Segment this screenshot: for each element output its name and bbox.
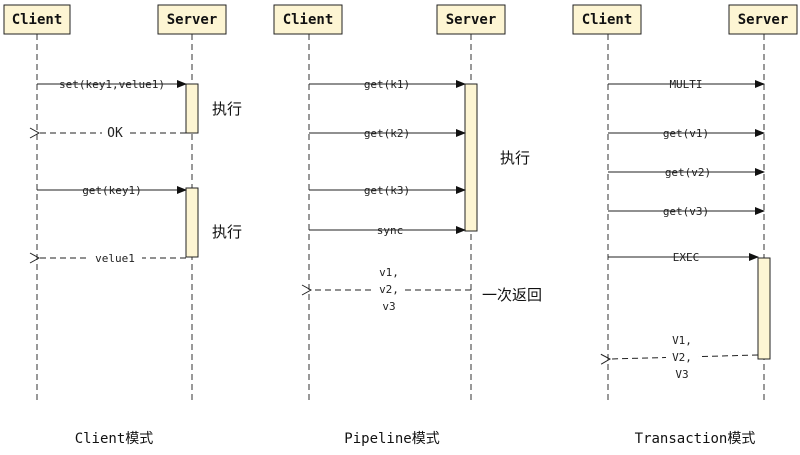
server-actor: Server — [157, 4, 227, 35]
server-actor-label: Server — [738, 12, 789, 28]
message-label: get(k1) — [364, 78, 410, 91]
panel-caption: Transaction模式 — [635, 431, 756, 447]
return-label: OK — [107, 126, 123, 141]
panel-caption: Client模式 — [75, 431, 154, 447]
label-background — [102, 124, 128, 141]
return-label-line: V3 — [675, 368, 688, 381]
server-activation — [464, 83, 478, 232]
return-once-note: 一次返回 — [482, 286, 542, 304]
client-actor: Client — [572, 4, 642, 35]
return-label-line: V1, — [672, 334, 692, 347]
message-label: MULTI — [669, 78, 702, 91]
panel-transaction-mode: Client Server MULTI get(v1) get(v2) get(… — [572, 4, 798, 447]
server-actor-label: Server — [446, 12, 497, 28]
client-actor-label: Client — [582, 12, 633, 28]
client-actor: Client — [273, 4, 343, 35]
server-actor-label: Server — [167, 12, 218, 28]
server-actor: Server — [728, 4, 798, 35]
return-label: velue1 — [95, 252, 135, 265]
server-actor: Server — [436, 4, 506, 35]
return-label-line: v3 — [382, 300, 395, 313]
label-background — [88, 250, 142, 266]
message-label: get(k2) — [364, 127, 410, 140]
message-label: get(k3) — [364, 184, 410, 197]
client-actor-label: Client — [283, 12, 334, 28]
server-activation — [757, 257, 771, 360]
message-label: set(key1,velue1) — [59, 78, 165, 91]
server-activation — [185, 187, 199, 258]
message-label: sync — [377, 224, 404, 237]
return-label-line: V2, — [672, 351, 692, 364]
panel-client-mode: Client Server set(key1,velue1) OK get(ke… — [3, 4, 242, 447]
message-label: get(v2) — [665, 166, 711, 179]
panel-caption: Pipeline模式 — [344, 431, 439, 447]
client-actor: Client — [3, 4, 71, 35]
return-label-line: v1, — [379, 266, 399, 279]
message-label: get(v1) — [663, 127, 709, 140]
label-background — [374, 264, 404, 314]
return-label-line: v2, — [379, 283, 399, 296]
execute-note: 执行 — [500, 149, 530, 167]
label-background — [666, 331, 698, 381]
execute-note: 执行 — [212, 100, 242, 118]
panel-pipeline-mode: Client Server get(k1) get(k2) get(k3) sy… — [273, 4, 542, 447]
server-activation — [185, 83, 199, 134]
execute-note: 执行 — [212, 223, 242, 241]
client-actor-label: Client — [12, 12, 63, 28]
message-label: get(key1) — [82, 184, 142, 197]
message-label: get(v3) — [663, 205, 709, 218]
message-label: EXEC — [673, 251, 700, 264]
